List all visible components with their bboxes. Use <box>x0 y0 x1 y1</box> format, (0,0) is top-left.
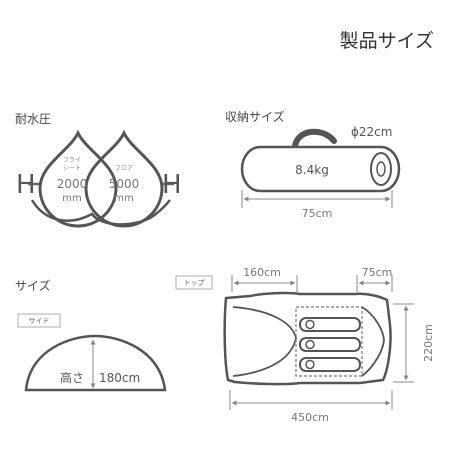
page-title: 製品サイズ <box>340 30 434 52</box>
storage-bag-icon <box>240 128 401 193</box>
sleeping-bag-icon <box>299 337 361 352</box>
h-letter-right: H <box>162 170 182 200</box>
top-dim-height: 220cm <box>422 324 435 362</box>
top-tag-box <box>175 275 213 290</box>
sleeping-bag-icon <box>299 357 361 372</box>
fly-label-line2: シート <box>63 165 81 172</box>
storage-diameter: ϕ22cm <box>351 125 392 139</box>
sleeping-bag-icon <box>299 317 361 332</box>
floor-drop-icon <box>84 129 164 228</box>
h-letter-left: H <box>16 170 36 200</box>
top-dim-right: 75cm <box>362 266 393 279</box>
fly-unit: mm <box>62 193 81 204</box>
top-dim-left: 160cm <box>243 266 281 279</box>
storage-size-heading: 収納サイズ <box>225 109 285 124</box>
floor-unit: mm <box>114 193 133 204</box>
top-dim-width: 450cm <box>291 411 329 424</box>
storage-length: 75cm <box>302 207 333 220</box>
fly-value: 2000 <box>57 177 88 191</box>
storage-weight: 8.4kg <box>295 163 329 177</box>
side-tag-box <box>17 313 61 328</box>
water-pressure-heading: 耐水圧 <box>15 112 51 126</box>
floor-value: 5000 <box>109 177 140 191</box>
tent-top-view-icon <box>223 291 392 386</box>
height-label: 高さ <box>60 370 84 385</box>
tent-side-dome-icon <box>24 334 167 392</box>
top-tag: トップ <box>184 279 205 287</box>
size-heading: サイズ <box>15 278 51 293</box>
height-value: 180cm <box>99 371 140 385</box>
side-tag: サイド <box>29 317 50 325</box>
floor-label: フロア <box>115 165 133 172</box>
fly-label-line1: フライ <box>63 157 81 164</box>
fly-sheet-drop-icon <box>38 129 118 228</box>
water-drops-icon <box>28 129 174 228</box>
